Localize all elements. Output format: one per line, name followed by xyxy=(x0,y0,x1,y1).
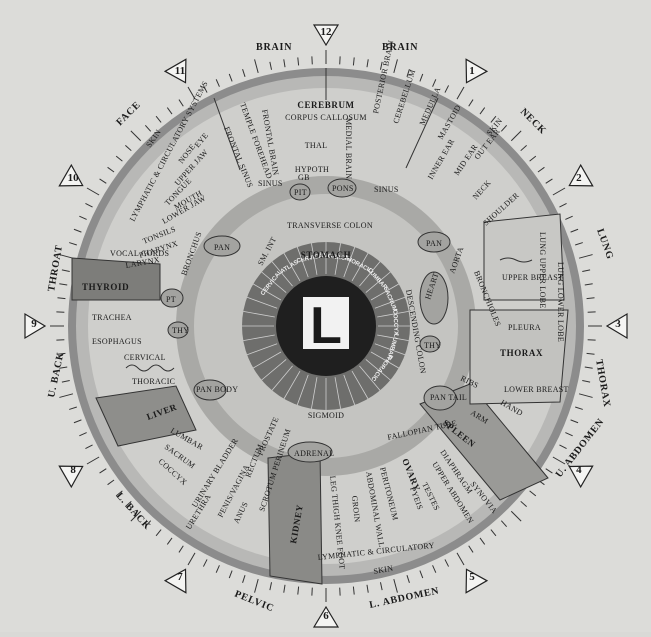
label-cervical: CERVICAL xyxy=(124,353,166,362)
label-thal: THAL xyxy=(305,141,328,150)
label-gb: GB xyxy=(298,173,310,182)
label-thy-right: THY xyxy=(424,341,441,350)
label-pan-left: PAN xyxy=(214,243,230,252)
label-sinus-left: SINUS xyxy=(258,179,283,188)
clock-number: 1 xyxy=(469,65,475,77)
label-pan-tail: PAN TAIL xyxy=(430,393,467,402)
label-pt: PT xyxy=(166,295,176,304)
zone-brain-left: BRAIN xyxy=(256,42,292,53)
label-thoracic: THORACIC xyxy=(132,377,175,386)
label-sinus-right: SINUS xyxy=(374,185,399,194)
label-sigmoid: SIGMOID xyxy=(308,411,344,420)
label-thy-left: THY xyxy=(172,326,189,335)
clock-number: 10 xyxy=(68,172,80,184)
label-cerebrum: CEREBRUM xyxy=(297,100,354,110)
label-adrenal: ADRENAL xyxy=(294,449,334,458)
label-esophagus: ESOPHAGUS xyxy=(92,337,142,346)
label-corpus: CORPUS CALLOSUM xyxy=(285,113,367,122)
label-pan-body: PAN BODY xyxy=(196,385,238,394)
label-medial-brain: MEDIAL BRAIN xyxy=(344,118,353,179)
label-upper-lobe: LUNG UPPER LOBE xyxy=(538,232,547,309)
clock-number: 4 xyxy=(576,464,582,476)
clock-number: 3 xyxy=(615,318,621,330)
label-lower-breast: LOWER BREAST xyxy=(504,385,569,394)
clock-number: 6 xyxy=(323,610,329,622)
clock-number: 2 xyxy=(576,172,582,184)
label-thyroid: THYROID xyxy=(82,282,129,292)
clock-number: 8 xyxy=(70,464,76,476)
label-stomach: STOMACH xyxy=(301,250,352,260)
label-trachea: TRACHEA xyxy=(92,313,132,322)
clock-number: 11 xyxy=(175,65,185,77)
clock-number: 9 xyxy=(31,318,37,330)
label-pit: PIT xyxy=(294,188,307,197)
label-pan-right: PAN xyxy=(426,239,442,248)
label-pons: PONS xyxy=(332,184,354,193)
clock-number: 5 xyxy=(469,571,475,583)
label-lower-lobe: LUNG LOWER LOBE xyxy=(556,262,565,342)
label-upper-breast: UPPER BREAST xyxy=(502,273,563,282)
pupil-letter: L xyxy=(310,297,342,355)
clock-number: 7 xyxy=(177,571,183,583)
label-vocal: VOCAL CORDS xyxy=(110,249,169,258)
label-transverse: TRANSVERSE COLON xyxy=(287,221,373,230)
label-pleura: PLEURA xyxy=(508,323,541,332)
lung-block xyxy=(484,214,564,300)
clock-number: 12 xyxy=(321,26,333,38)
label-thorax-organ: THORAX xyxy=(500,348,543,358)
